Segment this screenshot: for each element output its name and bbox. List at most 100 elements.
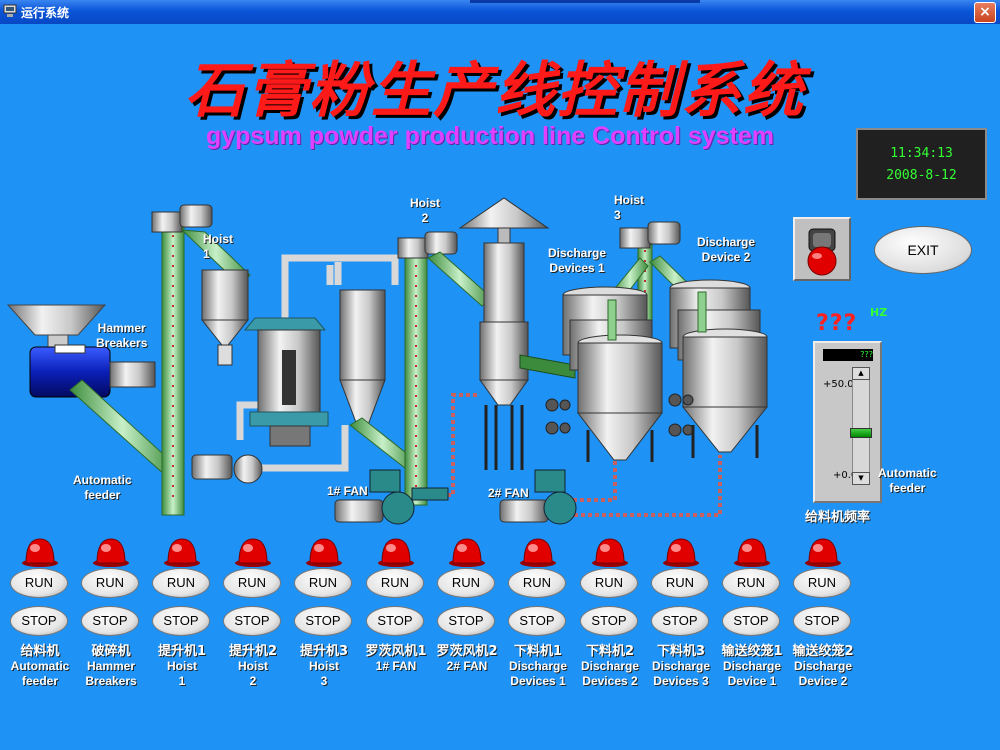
run-button[interactable]: RUN	[651, 568, 709, 598]
feeder-frequency-value: ???	[816, 311, 858, 336]
fan-2	[499, 469, 577, 525]
device-name-en: Discharge Devices 2	[580, 659, 640, 688]
motor-bottom	[191, 454, 263, 484]
device-name-en: Hammer Breakers	[85, 659, 137, 688]
red-lamp-icon	[93, 538, 129, 567]
label-slider-feeder: Automatic feeder	[878, 466, 937, 495]
device-name-en: Hoist 1	[167, 659, 197, 688]
clock-time: 11:34:13	[890, 146, 953, 161]
label-fan-2: 2# FAN	[488, 486, 529, 500]
device-name-cn: 下料机2	[585, 644, 635, 659]
storage-tanks	[545, 279, 769, 462]
run-button[interactable]: RUN	[437, 568, 495, 598]
device-name-cn: 给料机	[20, 644, 60, 659]
label-automatic-feeder: Automatic feeder	[73, 473, 132, 502]
device-name-cn: 输送绞笼1	[721, 644, 783, 659]
device-name-cn: 提升机3	[299, 644, 349, 659]
stop-button[interactable]: STOP	[294, 606, 352, 636]
run-button[interactable]: RUN	[580, 568, 638, 598]
device-name-cn: 罗茨风机2	[436, 644, 498, 659]
device-name-cn: 提升机2	[228, 644, 278, 659]
label-hoist-1: Hoist 1	[203, 232, 233, 261]
device-name-cn: 下料机1	[513, 644, 563, 659]
label-hammer-breakers: Hammer Breakers	[96, 321, 148, 350]
label-feeder-frequency: 给料机频率	[805, 510, 871, 525]
screw-conveyor	[519, 354, 576, 379]
run-button[interactable]: RUN	[10, 568, 68, 598]
run-button[interactable]: RUN	[294, 568, 352, 598]
stop-button[interactable]: STOP	[152, 606, 210, 636]
red-lamp-icon	[520, 538, 556, 567]
cyclone	[339, 289, 386, 426]
stop-button[interactable]: STOP	[223, 606, 281, 636]
slider-readout: ???	[823, 349, 873, 361]
slider-track[interactable]	[852, 367, 870, 485]
feeder-frequency-slider[interactable]: ??? +50.0 +0.0 ▲ ▼	[813, 341, 882, 503]
device-name-en: 2# FAN	[446, 659, 488, 673]
device-name-en: Hoist 3	[309, 659, 339, 688]
small-silo	[200, 269, 250, 366]
run-button[interactable]: RUN	[223, 568, 281, 598]
stop-button[interactable]: STOP	[10, 606, 68, 636]
run-button[interactable]: RUN	[81, 568, 139, 598]
stop-button[interactable]: STOP	[722, 606, 780, 636]
red-lamp-icon	[378, 538, 414, 567]
label-fan-1: 1# FAN	[327, 484, 368, 498]
title-bar: 运行系统 ×	[0, 0, 1000, 24]
slider-max-label: +50.0	[823, 379, 854, 390]
stop-button[interactable]: STOP	[81, 606, 139, 636]
ducting	[236, 254, 399, 472]
stop-button[interactable]: STOP	[580, 606, 638, 636]
subtitle: gypsum powder production line Control sy…	[205, 122, 775, 150]
stop-button[interactable]: STOP	[366, 606, 424, 636]
run-button[interactable]: RUN	[722, 568, 780, 598]
run-button[interactable]: RUN	[152, 568, 210, 598]
red-lamp-icon	[306, 538, 342, 567]
red-lamp-icon	[164, 538, 200, 567]
device-name-cn: 下料机3	[656, 644, 706, 659]
top-edge-bar	[470, 0, 700, 3]
device-name-en: Discharge Devices 1	[508, 659, 568, 688]
slider-thumb[interactable]	[850, 427, 872, 438]
red-lamp-icon	[805, 538, 841, 567]
slider-up-arrow-icon[interactable]: ▲	[852, 367, 870, 380]
run-button[interactable]: RUN	[366, 568, 424, 598]
stop-button[interactable]: STOP	[793, 606, 851, 636]
stop-button[interactable]: STOP	[437, 606, 495, 636]
device-name-cn: 破碎机	[91, 644, 131, 659]
hoist-2	[349, 231, 493, 506]
red-lamp-icon	[22, 538, 58, 567]
mill	[243, 317, 329, 447]
window-title: 运行系统	[21, 6, 70, 20]
device-name-cn: 罗茨风机1	[365, 644, 427, 659]
device-name-en: Discharge Devices 3	[651, 659, 711, 688]
stop-button[interactable]: STOP	[651, 606, 709, 636]
emergency-stop-icon	[807, 228, 837, 276]
process-diagram	[6, 197, 769, 525]
run-button[interactable]: RUN	[793, 568, 851, 598]
clock-date: 2008-8-12	[886, 168, 957, 183]
device-name-en: Automatic feeder	[10, 659, 70, 688]
label-discharge-2: Discharge Device 2	[697, 235, 756, 264]
run-button[interactable]: RUN	[508, 568, 566, 598]
computer-icon	[3, 4, 17, 17]
emergency-stop-button[interactable]	[793, 217, 851, 281]
label-hoist-3: Hoist 3	[614, 193, 644, 222]
stop-button[interactable]: STOP	[508, 606, 566, 636]
device-name-cn: 提升机1	[157, 644, 207, 659]
label-hoist-2: Hoist 2	[410, 196, 440, 225]
fan-1	[334, 469, 449, 525]
close-button[interactable]: ×	[974, 2, 996, 23]
device-name-cn: 输送绞笼2	[792, 644, 854, 659]
main-title: 石膏粉生产线控制系统	[185, 56, 805, 126]
exit-button[interactable]: EXIT	[874, 226, 972, 274]
red-lamp-icon	[235, 538, 271, 567]
slider-down-arrow-icon[interactable]: ▼	[852, 472, 870, 485]
red-lamp-icon	[734, 538, 770, 567]
hammer-breaker	[6, 304, 156, 398]
red-lamp-icon	[663, 538, 699, 567]
clock-display: 11:34:13 2008-8-12	[856, 128, 987, 200]
slider-min-label: +0.0	[833, 470, 858, 481]
red-lamp-icon	[592, 538, 628, 567]
